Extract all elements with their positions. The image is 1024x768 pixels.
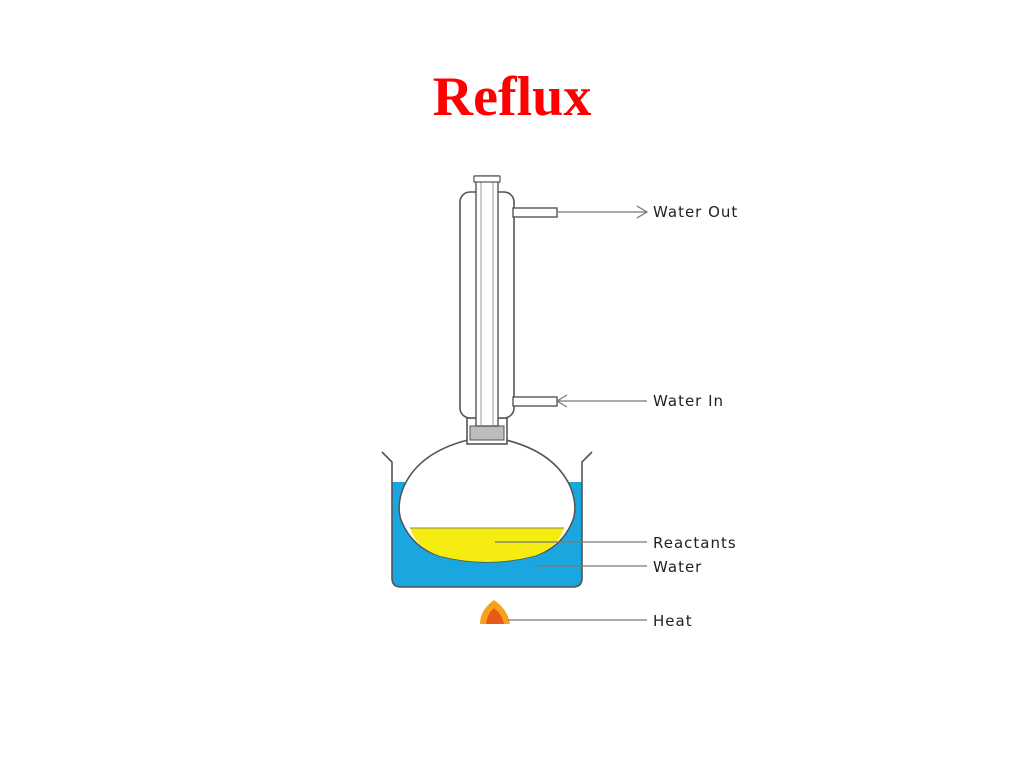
label-heat: Heat [653, 612, 693, 630]
label-reactants: Reactants [653, 534, 737, 552]
label-water: Water [653, 558, 702, 576]
water-in-leader [555, 394, 647, 408]
label-water-in: Water In [653, 392, 724, 410]
ground-glass-joint [469, 425, 505, 441]
condenser-inner-tube [475, 175, 499, 427]
label-water-out: Water Out [653, 203, 738, 221]
beaker [381, 451, 593, 588]
water-out-arm [512, 207, 558, 218]
reactants-liquid [410, 528, 564, 562]
water-out-leader [557, 205, 649, 219]
slide-title: Reflux [432, 66, 592, 128]
water-in-arm [512, 396, 558, 407]
flame-icon [480, 600, 510, 624]
